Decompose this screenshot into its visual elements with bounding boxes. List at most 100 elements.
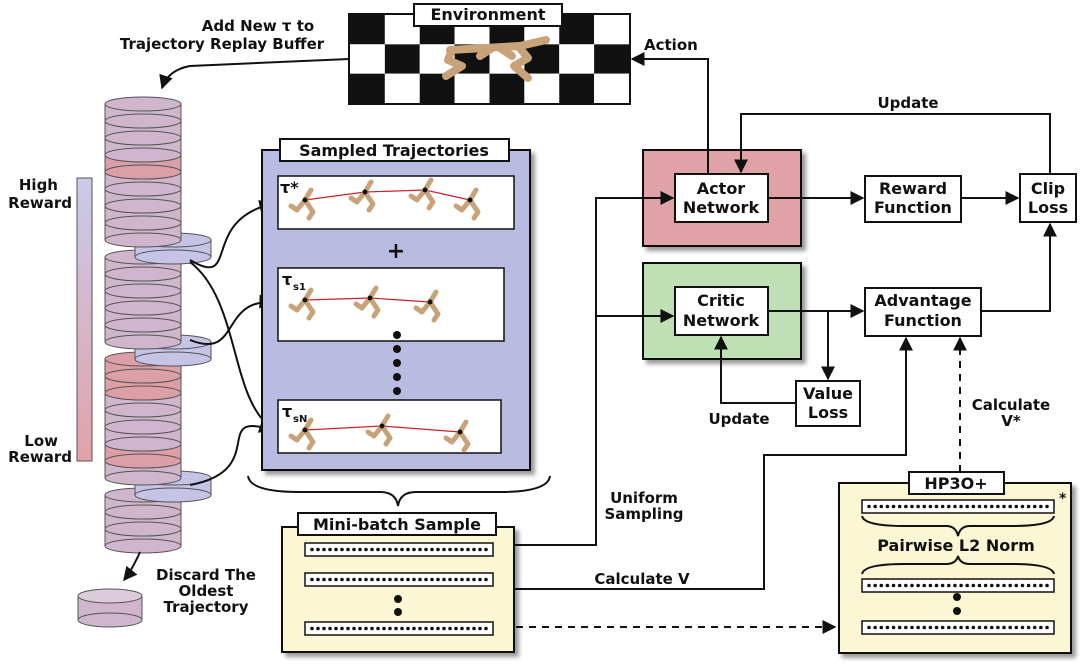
pairwise-l2-norm-label: Pairwise L2 Norm xyxy=(877,536,1035,555)
trajectory-tau-star xyxy=(277,175,515,230)
environment-box: Environment xyxy=(348,3,631,105)
joint-dot xyxy=(422,187,428,193)
sampled-brace xyxy=(247,475,551,507)
sampled-trajectories-panel: Sampled Trajectories τ* τ s1 τ sN + xyxy=(261,138,531,471)
add-trajectory-arrow xyxy=(159,58,350,90)
calculate-vstar-line1: Calculate xyxy=(972,396,1050,414)
actor-label-line1: Actor xyxy=(697,179,746,198)
minibatch-panel: Mini-batch Sample xyxy=(281,512,515,653)
joint-dot xyxy=(367,295,373,301)
discard-label-line3: Trajectory xyxy=(164,598,249,616)
stack-to-samples-arrows xyxy=(189,199,274,486)
flow-arrows xyxy=(514,52,1057,590)
tau-s1-label: τ xyxy=(282,270,292,289)
calculate-vstar-line2: V* xyxy=(1001,412,1021,430)
calculate-v-label: Calculate V xyxy=(594,570,690,588)
checker-cell xyxy=(559,15,595,45)
high-reward-label-line2: Reward xyxy=(8,194,72,212)
discarded-disk xyxy=(77,588,143,628)
checker-cell xyxy=(489,73,525,103)
action-label: Action xyxy=(644,36,698,54)
critic-label-line2: Network xyxy=(683,311,760,330)
advantage-function-box: Advantage Function xyxy=(864,287,982,337)
environment-title: Environment xyxy=(430,5,545,24)
trajectory-sketches xyxy=(288,177,481,453)
tau-sn-label: τ xyxy=(282,402,292,421)
advantage-line1: Advantage xyxy=(874,291,971,310)
joint-dot xyxy=(302,427,308,433)
add-trajectory-label-line2: Trajectory Replay Buffer xyxy=(120,35,325,53)
value-loss-box: Value Loss xyxy=(795,380,861,427)
actor-label-line2: Network xyxy=(683,198,760,217)
hp3o-brace-top xyxy=(861,515,1055,537)
environment-robot-icon xyxy=(442,36,550,82)
discard-label-line1: Discard The xyxy=(156,566,256,584)
plus-sign: + xyxy=(387,239,405,264)
reward-fn-line2: Function xyxy=(874,198,952,217)
joint-dot xyxy=(379,423,385,429)
hp3o-title: HP3O+ xyxy=(924,474,987,493)
reward-fn-line1: Reward xyxy=(879,179,947,198)
checker-cell xyxy=(384,73,420,103)
hp3o-brace-bottom xyxy=(861,555,1055,575)
checker-cell xyxy=(559,44,595,74)
uniform-sampling-line1: Uniform xyxy=(610,489,678,507)
add-trajectory-label-line1: Add New τ to xyxy=(202,17,314,35)
sample-row xyxy=(861,499,1055,514)
hp3o-rows xyxy=(861,499,1055,635)
trajectory-tau-s1 xyxy=(277,267,505,342)
checker-cell xyxy=(350,15,385,45)
checker-cell xyxy=(594,73,629,103)
reward-scale-bar xyxy=(76,177,93,462)
hp3o-star: * xyxy=(1059,491,1067,507)
low-reward-label-line1: Low xyxy=(24,432,58,450)
update-top-label: Update xyxy=(877,94,938,112)
discard-arrow xyxy=(123,551,141,582)
trajectory-curve xyxy=(304,189,471,201)
minibatch-ellipsis xyxy=(394,595,402,616)
joint-dot xyxy=(457,429,463,435)
joint-dot xyxy=(362,189,368,195)
joint-dot xyxy=(302,197,308,203)
hp3o-ellipsis xyxy=(953,593,961,615)
update-critic-label: Update xyxy=(708,410,769,428)
clip-loss-line1: Clip xyxy=(1031,179,1065,198)
minibatch-title: Mini-batch Sample xyxy=(313,515,481,534)
value-loss-line1: Value xyxy=(803,384,853,403)
checker-cell xyxy=(454,73,490,103)
joint-dot xyxy=(302,297,308,303)
tau-star-label: τ* xyxy=(280,178,299,197)
low-reward-label-line2: Reward xyxy=(8,448,72,466)
discard-label-line2: Oldest xyxy=(179,582,234,600)
clip-loss-line2: Loss xyxy=(1028,198,1068,217)
ellipsis-dots xyxy=(393,331,401,395)
high-reward-label-line1: High xyxy=(19,176,58,194)
hp3o-panel: HP3O+ * Pairwise L2 Norm xyxy=(838,471,1072,654)
joint-dot xyxy=(427,299,433,305)
replay-buffer-stack xyxy=(104,96,212,554)
advantage-line2: Function xyxy=(884,311,962,330)
checker-cell xyxy=(559,73,595,103)
sample-row xyxy=(861,620,1055,635)
checker-cell xyxy=(350,44,385,74)
sampled-trajectories-title: Sampled Trajectories xyxy=(299,141,489,160)
dashed-arrows xyxy=(516,336,967,634)
reward-function-box: Reward Function xyxy=(864,175,962,223)
checker-cell xyxy=(384,44,420,74)
checkerboard xyxy=(350,15,629,103)
sample-row xyxy=(304,542,494,557)
critic-label-line1: Critic xyxy=(697,291,745,310)
tau-sn-subscript: sN xyxy=(293,414,307,425)
checker-cell xyxy=(594,15,629,45)
tau-s1-subscript: s1 xyxy=(293,282,306,293)
uniform-sampling-line2: Sampling xyxy=(605,505,684,523)
sample-row xyxy=(304,621,494,636)
sample-row xyxy=(861,578,1055,593)
buffer-disk xyxy=(104,96,182,129)
sample-row xyxy=(304,572,494,587)
joint-dot xyxy=(467,197,473,203)
value-loss-line2: Loss xyxy=(808,403,848,422)
checker-cell xyxy=(350,73,385,103)
clip-loss-box: Clip Loss xyxy=(1019,173,1077,223)
